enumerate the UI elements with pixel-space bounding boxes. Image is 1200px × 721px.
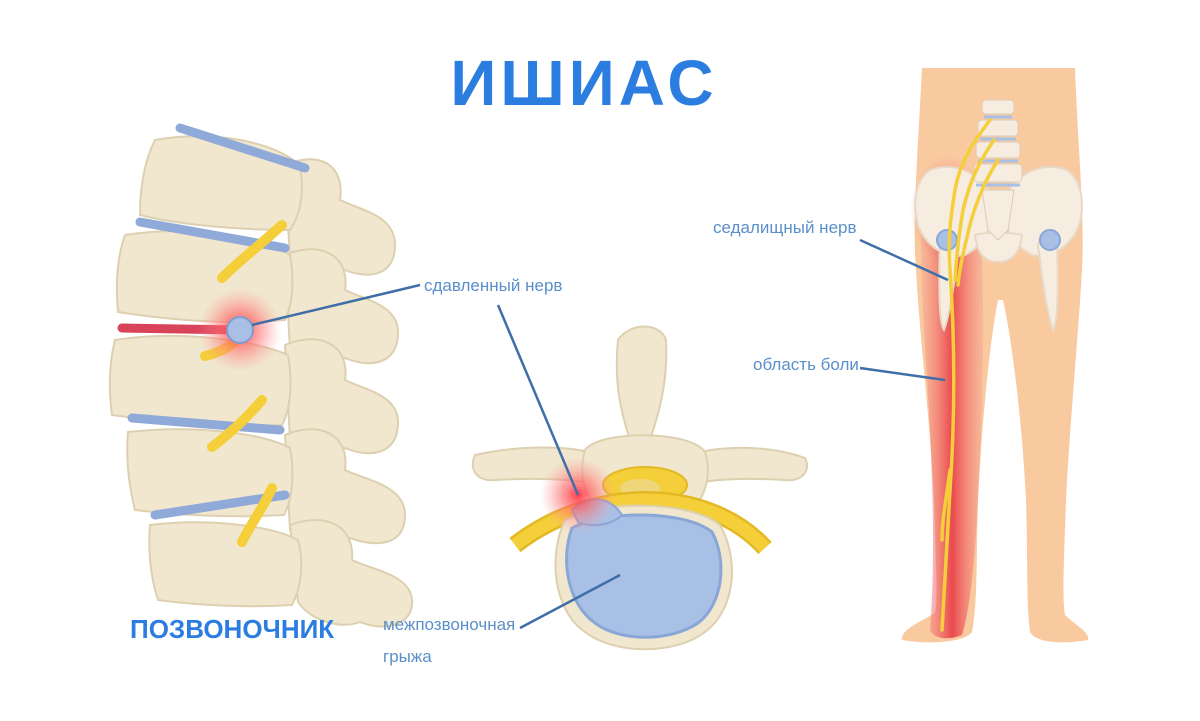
- spine-side-view: [108, 123, 414, 628]
- label-hernia-line1: межпозвоночная: [383, 615, 515, 634]
- spine-caption: ПОЗВОНОЧНИК: [130, 614, 334, 644]
- label-pain-area: область боли: [753, 355, 859, 374]
- nucleus: [565, 513, 723, 639]
- diagram-title: ИШИАС: [450, 47, 717, 119]
- sciatic-nerve: [940, 118, 1000, 632]
- leader-lines: [251, 238, 949, 630]
- compressed-nerve-dot: [226, 316, 254, 344]
- label-hernia-line2: грыжа: [383, 647, 432, 666]
- label-compressed-nerve: сдавленный нерв: [424, 276, 562, 295]
- vertebra-top-view: [471, 325, 808, 651]
- femurs: [936, 229, 1061, 332]
- label-sciatic-nerve: седалищный нерв: [713, 218, 857, 237]
- spinous-process-top: [615, 325, 668, 441]
- vertebral-bodies: [108, 135, 303, 608]
- spinous-processes: [283, 158, 414, 628]
- body-legs: [901, 68, 1089, 643]
- transverse-process-right: [689, 446, 808, 487]
